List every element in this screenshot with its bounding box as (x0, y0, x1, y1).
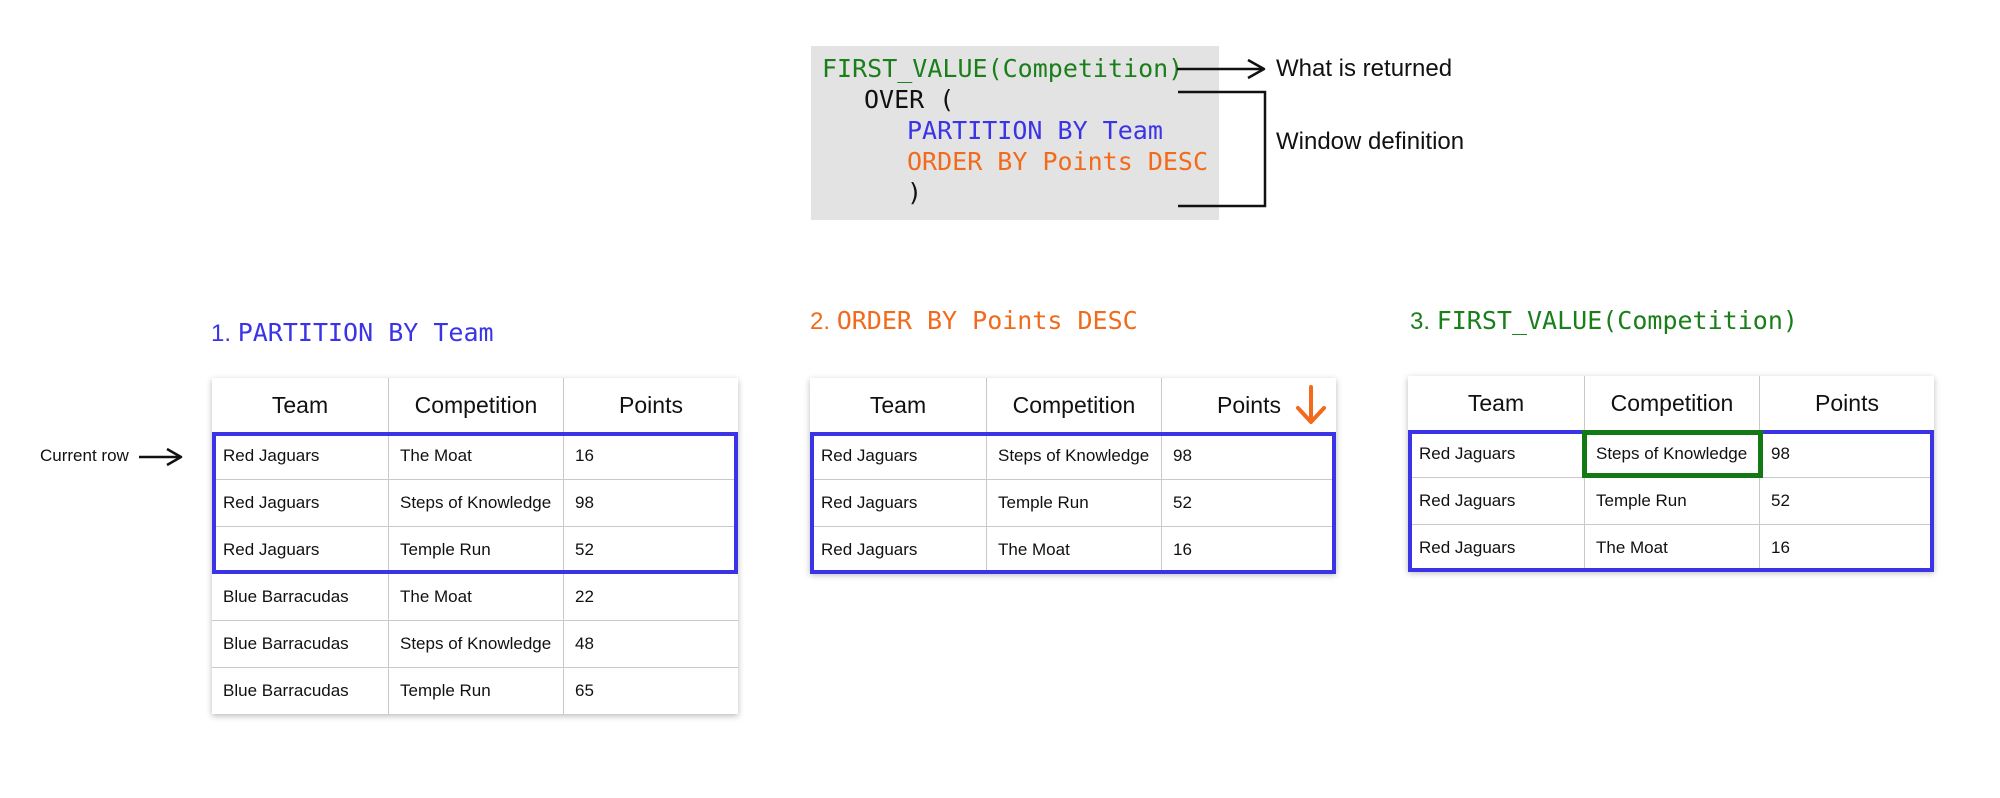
code-close-paren: ) (907, 178, 923, 207)
annotation-window-definition: Window definition (1276, 128, 1465, 155)
cell-points: 98 (1161, 433, 1336, 479)
section-number: 2. (810, 308, 831, 335)
cell-team: Red Jaguars (1419, 444, 1516, 463)
header-points: Points (1161, 378, 1336, 432)
code-partition-by: PARTITION BY Team (907, 116, 1163, 145)
section-title-first-value: 3. FIRST_VALUE(Competition) (1410, 306, 1798, 336)
table-header-row: Team Competition Points (212, 378, 738, 432)
cell-points: 16 (563, 433, 738, 479)
cell-team: Red Jaguars (1419, 491, 1516, 510)
table-row: Red Jaguars Temple Run 52 (1408, 477, 1934, 524)
section-title-text: ORDER BY Points DESC (836, 306, 1138, 335)
table-row: Blue Barracudas Temple Run 65 (212, 667, 738, 714)
code-order-by: ORDER BY Points DESC (907, 147, 1209, 176)
table-header-row: Team Competition Points (810, 378, 1336, 432)
cell-team: Red Jaguars (223, 493, 320, 512)
header-team: Team (271, 391, 329, 418)
header-competition: Competition (1584, 376, 1759, 430)
cell-team: Red Jaguars (821, 493, 918, 512)
cell-team: Blue Barracudas (223, 587, 349, 606)
arrow-right-icon (1177, 58, 1266, 80)
cell-team: Red Jaguars (821, 540, 918, 559)
cell-competition: Steps of Knowledge (388, 480, 563, 526)
header-team: Team (869, 391, 927, 418)
cell-points: 52 (563, 527, 738, 573)
cell-competition: Temple Run (388, 668, 563, 714)
section-title-text: PARTITION BY Team (237, 318, 494, 347)
arrow-right-icon (139, 447, 183, 467)
cell-competition: Steps of Knowledge (388, 621, 563, 667)
section-title-partition: 1. PARTITION BY Team (211, 318, 494, 348)
cell-points: 98 (563, 480, 738, 526)
table-row: Red Jaguars The Moat 16 (212, 432, 738, 479)
cell-points: 16 (1759, 525, 1934, 571)
header-competition: Competition (388, 378, 563, 432)
table-partition: Team Competition Points Red Jaguars The … (212, 378, 738, 714)
cell-points: 16 (1161, 527, 1336, 573)
cell-points: 48 (563, 621, 738, 667)
cell-competition: Steps of Knowledge (986, 433, 1161, 479)
table-row: Red Jaguars The Moat 16 (810, 526, 1336, 573)
current-row-label: Current row (40, 446, 129, 465)
cell-competition: Temple Run (388, 527, 563, 573)
table-row: Red Jaguars Steps of Knowledge 98 (212, 479, 738, 526)
cell-points: 52 (1161, 480, 1336, 526)
cell-team: Red Jaguars (223, 540, 320, 559)
code-over: OVER ( (864, 85, 955, 114)
section-number: 1. (211, 320, 232, 347)
cell-team: Red Jaguars (223, 446, 320, 465)
cell-points: 65 (563, 668, 738, 714)
cell-team: Red Jaguars (1419, 538, 1516, 557)
header-team: Team (1467, 389, 1525, 416)
header-points-label: Points (1217, 391, 1281, 418)
cell-competition: The Moat (986, 527, 1161, 573)
cell-team: Blue Barracudas (223, 634, 349, 653)
section-title-text: FIRST_VALUE(Competition) (1436, 306, 1798, 335)
header-points: Points (1759, 376, 1934, 430)
cell-competition: The Moat (1584, 525, 1759, 571)
table-header-row: Team Competition Points (1408, 376, 1934, 430)
cell-competition: Temple Run (1584, 478, 1759, 524)
cell-team: Red Jaguars (821, 446, 918, 465)
window-bracket-icon (1178, 90, 1267, 208)
section-number: 3. (1410, 308, 1431, 335)
header-competition: Competition (986, 378, 1161, 432)
table-row: Red Jaguars Temple Run 52 (212, 526, 738, 573)
annotation-what-is-returned: What is returned (1276, 55, 1453, 82)
header-points: Points (563, 378, 738, 432)
cell-points: 22 (563, 574, 738, 620)
table-row: Red Jaguars Temple Run 52 (810, 479, 1336, 526)
arrow-down-icon (1296, 385, 1326, 424)
cell-team: Blue Barracudas (223, 681, 349, 700)
code-first-value: FIRST_VALUE(Competition) (822, 54, 1184, 83)
cell-points: 52 (1759, 478, 1934, 524)
code-block (811, 46, 1219, 220)
cell-competition: Temple Run (986, 480, 1161, 526)
table-row: Red Jaguars The Moat 16 (1408, 524, 1934, 571)
section-title-order: 2. ORDER BY Points DESC (810, 306, 1138, 336)
cell-competition: The Moat (388, 574, 563, 620)
cell-competition: The Moat (388, 433, 563, 479)
table-row: Blue Barracudas Steps of Knowledge 48 (212, 620, 738, 667)
